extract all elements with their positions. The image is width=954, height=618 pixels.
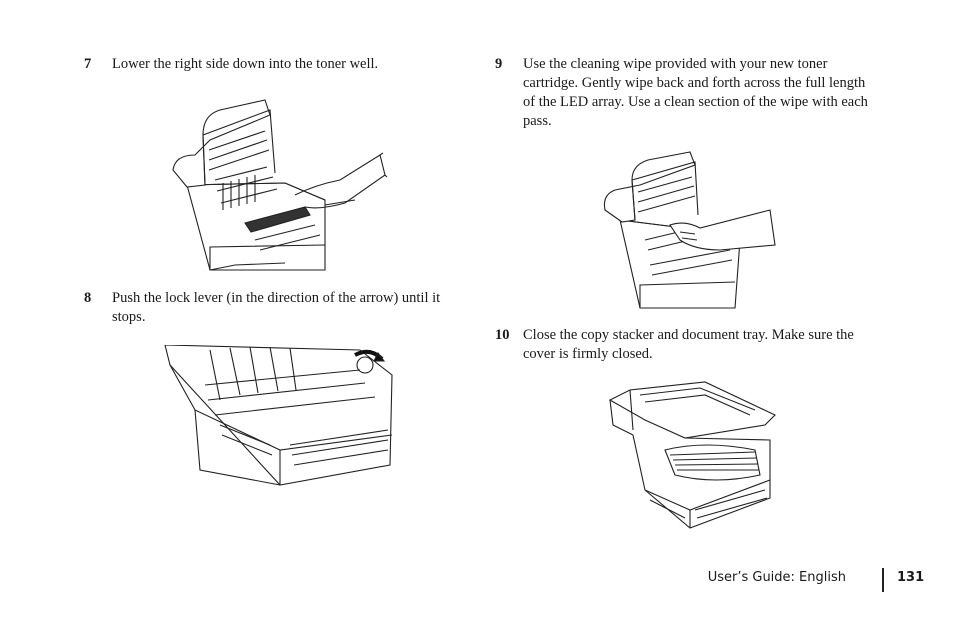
step-number: 10 — [495, 327, 510, 343]
page-number: 131 — [897, 570, 925, 585]
step-text: Close the copy stacker and document tray… — [523, 327, 854, 362]
footer-divider — [882, 568, 884, 592]
step-number: 7 — [84, 56, 92, 72]
guide-label: User’s Guide: English — [707, 570, 846, 585]
step-text: Push the lock lever (in the direction of… — [112, 290, 441, 325]
step-number: 9 — [495, 56, 503, 72]
illustration-cleaning-led-array — [600, 150, 780, 312]
page-footer: User’s Guide: English 131 — [700, 568, 930, 594]
step-text: Lower the right side down into the toner… — [112, 56, 379, 72]
step-text: Use the cleaning wipe provided with your… — [523, 56, 868, 129]
illustration-toner-well — [165, 95, 390, 275]
illustration-closed-printer — [605, 380, 777, 530]
illustration-lock-lever — [160, 345, 395, 487]
step-number: 8 — [84, 290, 92, 306]
